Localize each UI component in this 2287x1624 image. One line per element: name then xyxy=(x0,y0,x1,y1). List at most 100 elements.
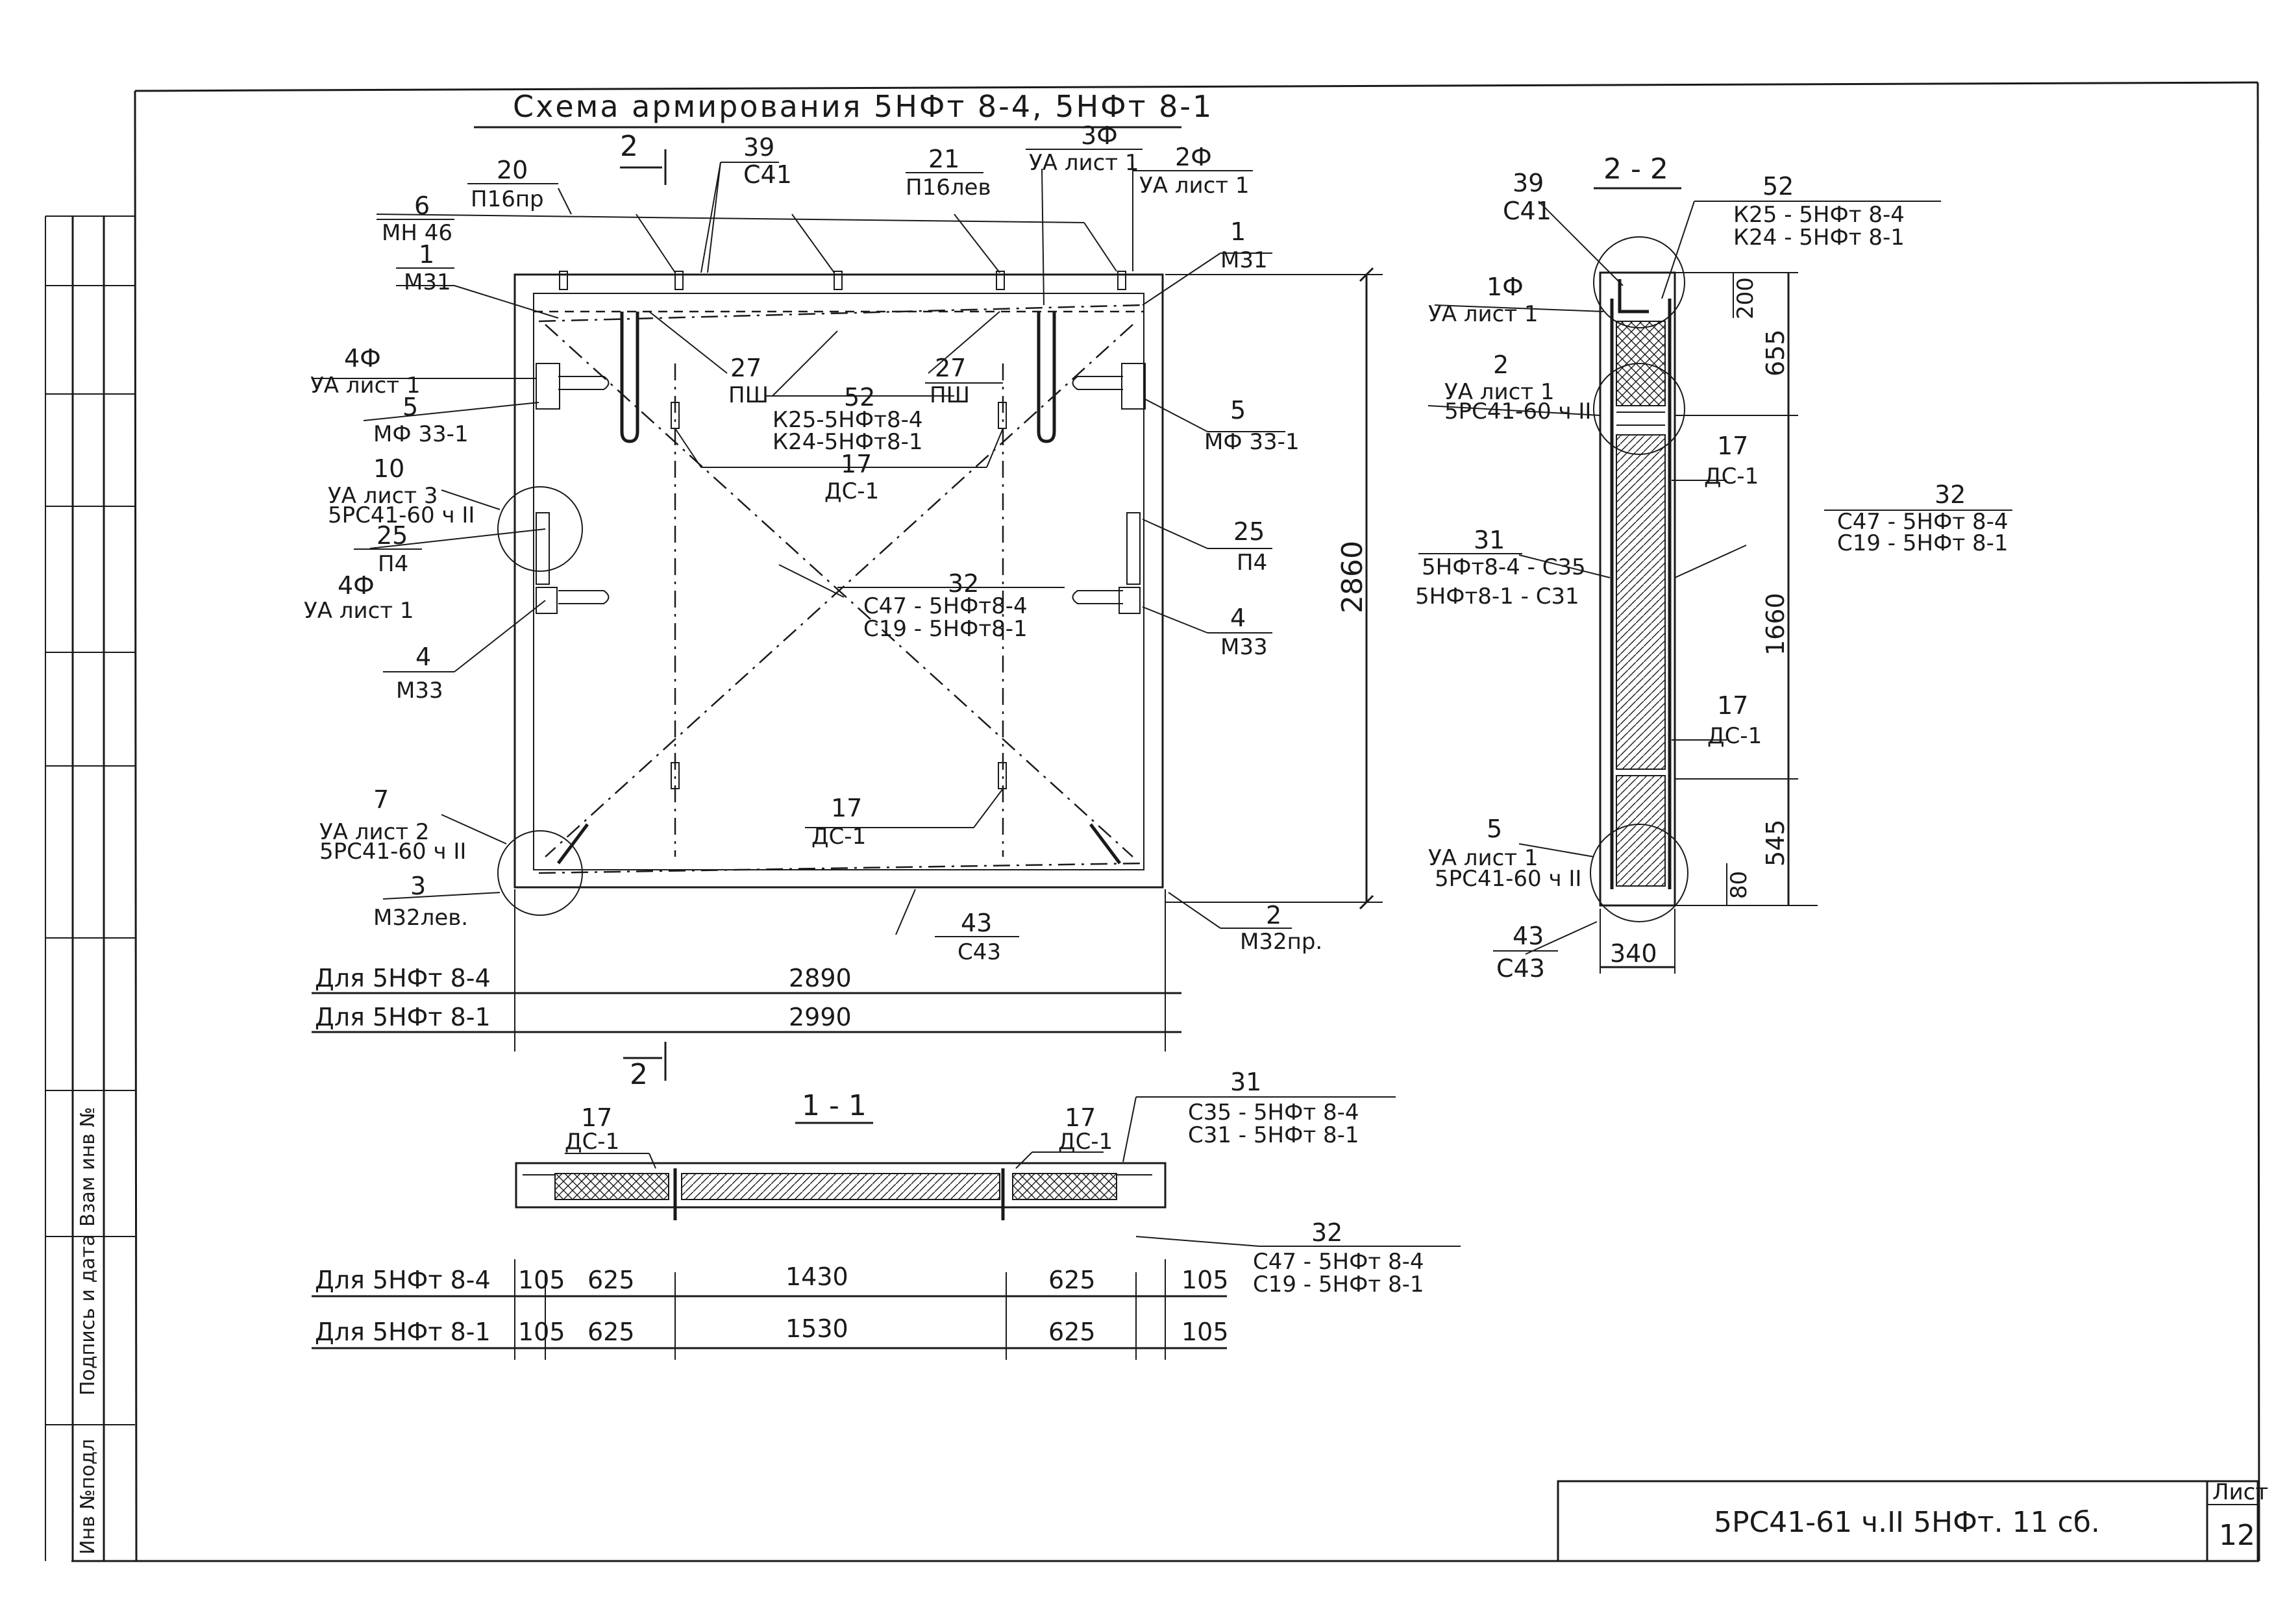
plan-label-10c: 5РС41-60 ч II xyxy=(328,502,475,528)
plan-label-4f2: 4Ф xyxy=(338,571,375,600)
sec11-label-32b: С47 - 5НФт 8-4 xyxy=(1253,1249,1424,1275)
sec11-label-17bb: ДС-1 xyxy=(1058,1129,1113,1155)
plan-label-39b: С41 xyxy=(743,160,792,189)
plan-label-10b: УА лист 3 xyxy=(328,483,438,509)
plan-label-27a: 27 xyxy=(730,354,761,382)
plan-label-4b: 4 xyxy=(1230,604,1246,632)
plan-dim-row2-label: Для 5НФт 8-1 xyxy=(315,1003,491,1031)
plan-label-32c: С19 - 5НФт8-1 xyxy=(863,616,1028,642)
sec22-label-52c: К24 - 5НФт 8-1 xyxy=(1733,225,1905,251)
plan-dim-row2-value: 2990 xyxy=(789,1003,852,1031)
sec22-dim-1660: 1660 xyxy=(1761,593,1790,656)
plan-label-27bb: ПШ xyxy=(930,382,970,408)
plan-label-6b: МН 46 xyxy=(382,220,452,246)
sec22-label-17ab: ДС-1 xyxy=(1704,463,1759,489)
stamp-inv-podl: Инв №подл xyxy=(77,1439,99,1555)
plan-labels: 20 П16пр 39 С41 21 П16лев 3Ф УА лист 1 2… xyxy=(304,121,1322,965)
plan-dim-row1-value: 2890 xyxy=(789,964,852,992)
plan-label-43: 43 xyxy=(961,909,992,937)
plan-label-4f2b: УА лист 1 xyxy=(304,598,414,624)
plan-dim-height: 2860 xyxy=(1336,541,1369,613)
sec11-label-32c: С19 - 5НФт 8-1 xyxy=(1253,1272,1424,1298)
sheet-label: Лист xyxy=(2212,1479,2268,1505)
plan-label-6: 6 xyxy=(414,191,430,220)
drawing-title: Схема армирования 5НФт 8-4, 5НФт 8-1 xyxy=(513,89,1213,124)
plan-label-4bb: М33 xyxy=(1220,634,1268,660)
plan-label-5b: 5 xyxy=(1230,396,1246,424)
plan-label-2fb: УА лист 1 xyxy=(1139,173,1250,199)
sheet-number: 12 xyxy=(2219,1519,2255,1552)
sec11-label-31c: С31 - 5НФт 8-1 xyxy=(1188,1122,1359,1148)
plan-label-27ab: ПШ xyxy=(728,382,769,408)
sec11-row1-c2: 625 xyxy=(587,1266,635,1294)
sec22-label-17bb: ДС-1 xyxy=(1707,723,1762,749)
plan-label-1bb: М31 xyxy=(1220,247,1268,273)
sec11-title: 1 - 1 xyxy=(802,1089,867,1122)
plan-label-25a: 25 xyxy=(377,521,408,550)
sec22-label-2c: 5РС41-60 ч II xyxy=(1444,399,1591,424)
stamp-vzam: Взам инв № xyxy=(77,1107,99,1227)
plan-label-7: 7 xyxy=(373,785,389,814)
plan-label-3fb: УА лист 1 xyxy=(1029,150,1139,176)
plan-label-7b: УА лист 2 xyxy=(319,819,430,845)
sec22-label-1fb: УА лист 1 xyxy=(1428,301,1539,327)
plan-label-17bb: ДС-1 xyxy=(811,824,866,850)
plan-label-1b: 1 xyxy=(1230,217,1246,246)
sec11-label-17b: 17 xyxy=(1065,1103,1096,1132)
plan-label-32b: С47 - 5НФт8-4 xyxy=(863,593,1028,619)
plan-label-5bb: МФ 33-1 xyxy=(1204,429,1300,455)
sec22-label-32b: С47 - 5НФт 8-4 xyxy=(1837,509,2009,535)
plan-label-25bb: П4 xyxy=(1237,550,1267,576)
plan-label-20: 20 xyxy=(497,156,528,184)
sec11-label-32: 32 xyxy=(1311,1218,1342,1247)
sec22-label-31: 31 xyxy=(1474,526,1505,554)
sec11-row2-c1: 105 xyxy=(518,1318,565,1346)
plan-label-25b: 25 xyxy=(1233,517,1265,546)
sec11-label-31b: С35 - 5НФт 8-4 xyxy=(1188,1100,1359,1126)
sec22-label-39: 39 xyxy=(1513,169,1544,197)
plan-label-39: 39 xyxy=(743,133,774,162)
sec22-title: 2 - 2 xyxy=(1603,153,1668,186)
sec11-label-17ab: ДС-1 xyxy=(565,1129,619,1155)
sec22-dim-200: 200 xyxy=(1733,277,1759,319)
plan-label-2: 2 xyxy=(1266,901,1281,929)
sec2-mark-top: 2 xyxy=(620,130,638,163)
sec22-dim-545: 545 xyxy=(1761,819,1790,867)
plan-label-25ab: П4 xyxy=(378,551,408,577)
sec11-row1-c5: 105 xyxy=(1181,1266,1229,1294)
sec11-row2-c2: 625 xyxy=(587,1318,635,1346)
sec2-mark-bottom: 2 xyxy=(630,1058,648,1091)
sec22-dim-340: 340 xyxy=(1610,939,1657,968)
plan-label-2b: М32пр. xyxy=(1240,929,1322,955)
sec22-label-1f: 1Ф xyxy=(1487,273,1524,301)
sec11-row2-label: Для 5НФт 8-1 xyxy=(315,1318,491,1346)
plan-dims: 2860 Для 5НФт 8-4 2890 Для 5НФт 8-1 2990 xyxy=(312,267,1383,1052)
sec22-label-17a: 17 xyxy=(1717,432,1748,460)
plan-label-3f: 3Ф xyxy=(1081,121,1118,150)
plan-label-4f: 4Ф xyxy=(344,344,381,373)
sec22-label-5c: 5РС41-60 ч II xyxy=(1435,866,1581,892)
plan-label-1a: 1 xyxy=(419,240,434,269)
sec22-label-5b: УА лист 1 xyxy=(1428,845,1539,871)
sec22-label-2b: УА лист 1 xyxy=(1444,379,1555,405)
plan-label-32: 32 xyxy=(948,569,979,598)
sec22-label-5: 5 xyxy=(1487,815,1502,843)
plan-label-17a: 17 xyxy=(841,450,872,478)
plan-view xyxy=(497,271,1164,916)
section-2-2: 2 - 2 200 655 1660 xyxy=(1415,153,2012,983)
title-block: 5РС41-61 ч.II 5НФт. 11 сб. Лист 12 xyxy=(1557,1479,2268,1562)
plan-label-21b: П16лев xyxy=(906,175,991,201)
sec22-label-43: 43 xyxy=(1513,922,1544,950)
sec11-label-31: 31 xyxy=(1230,1068,1261,1096)
plan-leaders xyxy=(312,162,1292,935)
sec22-label-31c: 5НФт8-1 - С31 xyxy=(1415,584,1579,609)
sheet-code: 5РС41-61 ч.II 5НФт. 11 сб. xyxy=(1714,1506,2100,1539)
sec22-dim-655: 655 xyxy=(1761,329,1790,376)
sec11-row1-c3: 1430 xyxy=(785,1262,848,1291)
section-1-1: 1 - 1 17 ДС-1 17 ДС-1 31 С35 - 5НФт 8-4 … xyxy=(312,1068,1461,1360)
plan-label-4a: 4 xyxy=(415,643,431,671)
plan-label-1ab: М31 xyxy=(404,269,451,295)
sec22-label-52: 52 xyxy=(1762,172,1794,201)
sec11-row1-c4: 625 xyxy=(1048,1266,1096,1294)
